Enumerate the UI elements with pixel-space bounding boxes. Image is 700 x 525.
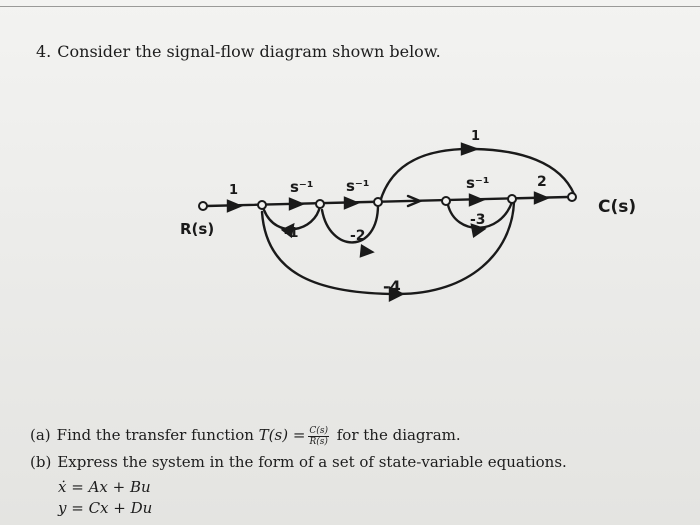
question-number: 4. (36, 42, 52, 61)
forward-arrow-2 (288, 197, 306, 211)
outer-feedback-arrow (388, 286, 405, 302)
gain-feedback-3: -3 (470, 212, 486, 228)
part-a: (a) Find the transfer function T(s) =C(s)… (30, 424, 567, 447)
feedback-arrow-3 (470, 223, 487, 239)
transfer-function-fraction: C(s)R(s) (308, 426, 329, 447)
page-top-rule (0, 6, 700, 7)
feedback-arrow-2 (359, 243, 375, 258)
forward-arrow-5 (468, 193, 486, 207)
forward-arrow-4 (406, 194, 424, 208)
part-b-label: (b) (30, 452, 52, 471)
question-4: 4. Consider the signal-flow diagram shown… (36, 42, 441, 61)
forward-arrow-1 (226, 199, 244, 213)
output-equation: y = Cx + Du (58, 499, 153, 517)
part-a-text: Find the transfer function (56, 426, 254, 444)
question-text: Consider the signal-flow diagram shown b… (57, 42, 441, 61)
gain-top-branch: 1 (471, 129, 480, 144)
node-5 (507, 194, 517, 204)
node-4 (441, 196, 451, 206)
node-3 (373, 197, 383, 207)
part-a-label: (a) (30, 426, 51, 444)
fraction-numerator: C(s) (308, 425, 329, 437)
part-b-text: Express the system in the form of a set … (57, 452, 567, 471)
gain-output: 2 (537, 174, 547, 190)
node-1 (257, 200, 267, 210)
top-branch-arrow (460, 142, 480, 156)
transfer-function-lhs: T(s) = (258, 426, 306, 444)
forward-arrow-3 (343, 196, 361, 210)
output-label: C(s) (598, 197, 636, 217)
forward-arrow-6 (533, 191, 551, 205)
question-parts: (a) Find the transfer function T(s) =C(s)… (30, 424, 567, 473)
gain-integrator-1: s⁻¹ (290, 178, 313, 196)
gain-feedback-1: -1 (284, 226, 298, 241)
part-a-text-end: for the diagram. (336, 426, 461, 444)
feedback-loop-1 (262, 204, 322, 231)
part-b: (b) Express the system in the form of a s… (30, 451, 567, 473)
gain-input: 1 (229, 183, 238, 198)
gain-integrator-2: s⁻¹ (346, 177, 369, 195)
state-equation: ẋ = Ax + Bu (58, 478, 151, 496)
gain-integrator-3: s⁻¹ (466, 174, 489, 192)
node-output (567, 192, 577, 202)
node-2 (315, 199, 325, 209)
feedback-arrow-1 (280, 222, 295, 239)
input-label: R(s) (180, 220, 214, 238)
fraction-denominator: R(s) (309, 436, 328, 447)
node-input (198, 201, 208, 211)
gain-feedback-2: -2 (350, 228, 366, 244)
feedback-loop-2 (320, 203, 380, 244)
gain-outer-feedback: -4 (383, 277, 401, 296)
